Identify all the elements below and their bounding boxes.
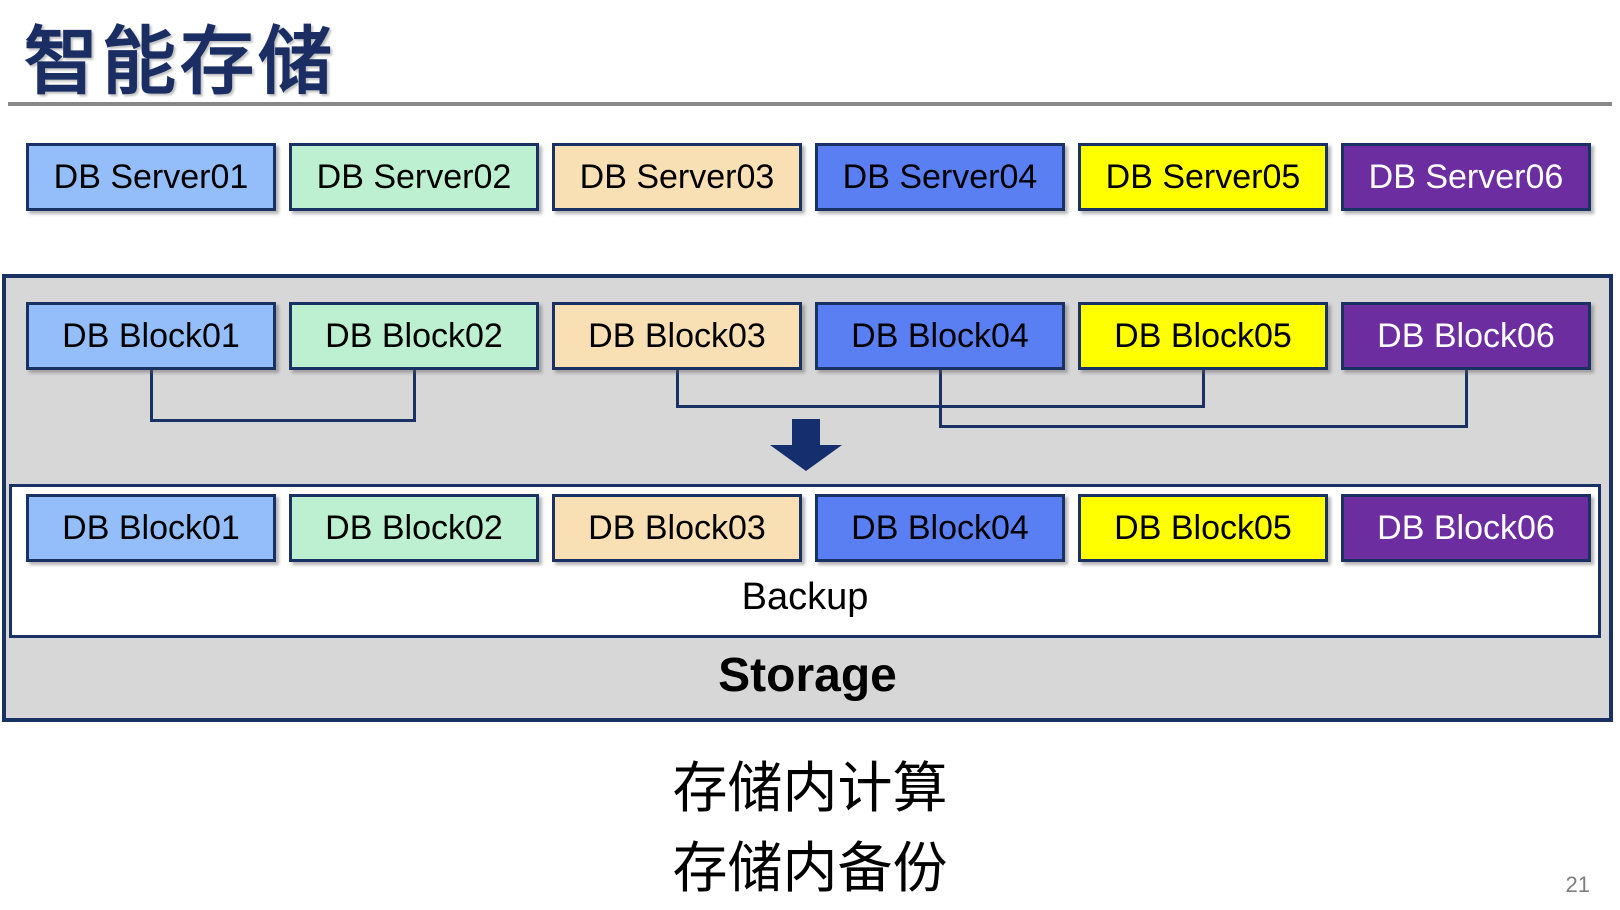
db-blocks-top-row: DB Block01 DB Block02 DB Block03 DB Bloc… <box>26 302 1591 370</box>
connector-line <box>149 419 416 422</box>
db-server-box-06: DB Server06 <box>1341 143 1591 211</box>
storage-label: Storage <box>718 649 897 702</box>
db-server-label: DB Server02 <box>316 157 512 196</box>
db-block-top-02: DB Block02 <box>289 302 539 370</box>
db-server-box-05: DB Server05 <box>1078 143 1328 211</box>
db-block-top-04: DB Block04 <box>815 302 1065 370</box>
db-server-box-01: DB Server01 <box>26 143 276 211</box>
db-block-bottom-03: DB Block03 <box>552 494 802 562</box>
db-server-label: DB Server04 <box>842 157 1038 196</box>
db-block-bottom-06: DB Block06 <box>1341 494 1591 562</box>
db-block-bottom-05: DB Block05 <box>1078 494 1328 562</box>
db-block-label: DB Block05 <box>1114 316 1292 355</box>
db-block-top-05: DB Block05 <box>1078 302 1328 370</box>
db-block-label: DB Block06 <box>1377 508 1555 547</box>
db-server-label: DB Server01 <box>53 157 249 196</box>
db-block-label: DB Block03 <box>588 316 766 355</box>
db-block-label: DB Block04 <box>851 316 1029 355</box>
page-title: 智能存储 <box>24 20 336 103</box>
db-block-top-06: DB Block06 <box>1341 302 1591 370</box>
db-block-top-01: DB Block01 <box>26 302 276 370</box>
caption-line-1: 存储内计算 <box>672 757 948 819</box>
db-block-label: DB Block02 <box>325 316 503 355</box>
connector-line <box>938 368 942 428</box>
page-number: 21 <box>1565 872 1590 897</box>
backup-label: Backup <box>741 576 869 618</box>
db-block-bottom-04: DB Block04 <box>815 494 1065 562</box>
connector-line <box>938 425 1468 428</box>
db-block-label: DB Block02 <box>325 508 503 547</box>
db-server-label: DB Server06 <box>1368 157 1564 196</box>
db-block-bottom-02: DB Block02 <box>289 494 539 562</box>
connector-line <box>1201 368 1205 408</box>
db-server-box-03: DB Server03 <box>552 143 802 211</box>
db-server-box-04: DB Server04 <box>815 143 1065 211</box>
title-divider <box>8 102 1612 106</box>
db-blocks-bottom-row: DB Block01 DB Block02 DB Block03 DB Bloc… <box>26 494 1591 562</box>
db-block-label: DB Block04 <box>851 508 1029 547</box>
db-block-label: DB Block03 <box>588 508 766 547</box>
down-arrow-icon <box>770 419 842 471</box>
connector-line <box>675 368 679 408</box>
db-block-label: DB Block05 <box>1114 508 1292 547</box>
db-block-label: DB Block06 <box>1377 316 1555 355</box>
caption-text: 存储内计算 存储内备份 <box>0 748 1620 908</box>
connector-line <box>412 368 416 422</box>
connector-line <box>149 368 153 422</box>
db-block-top-03: DB Block03 <box>552 302 802 370</box>
db-server-box-02: DB Server02 <box>289 143 539 211</box>
db-servers-row: DB Server01 DB Server02 DB Server03 DB S… <box>26 143 1591 211</box>
connector-line <box>1464 368 1468 428</box>
db-server-label: DB Server05 <box>1105 157 1301 196</box>
db-server-label: DB Server03 <box>579 157 775 196</box>
db-block-bottom-01: DB Block01 <box>26 494 276 562</box>
db-block-label: DB Block01 <box>62 316 240 355</box>
caption-line-2: 存储内备份 <box>672 837 948 899</box>
db-block-label: DB Block01 <box>62 508 240 547</box>
